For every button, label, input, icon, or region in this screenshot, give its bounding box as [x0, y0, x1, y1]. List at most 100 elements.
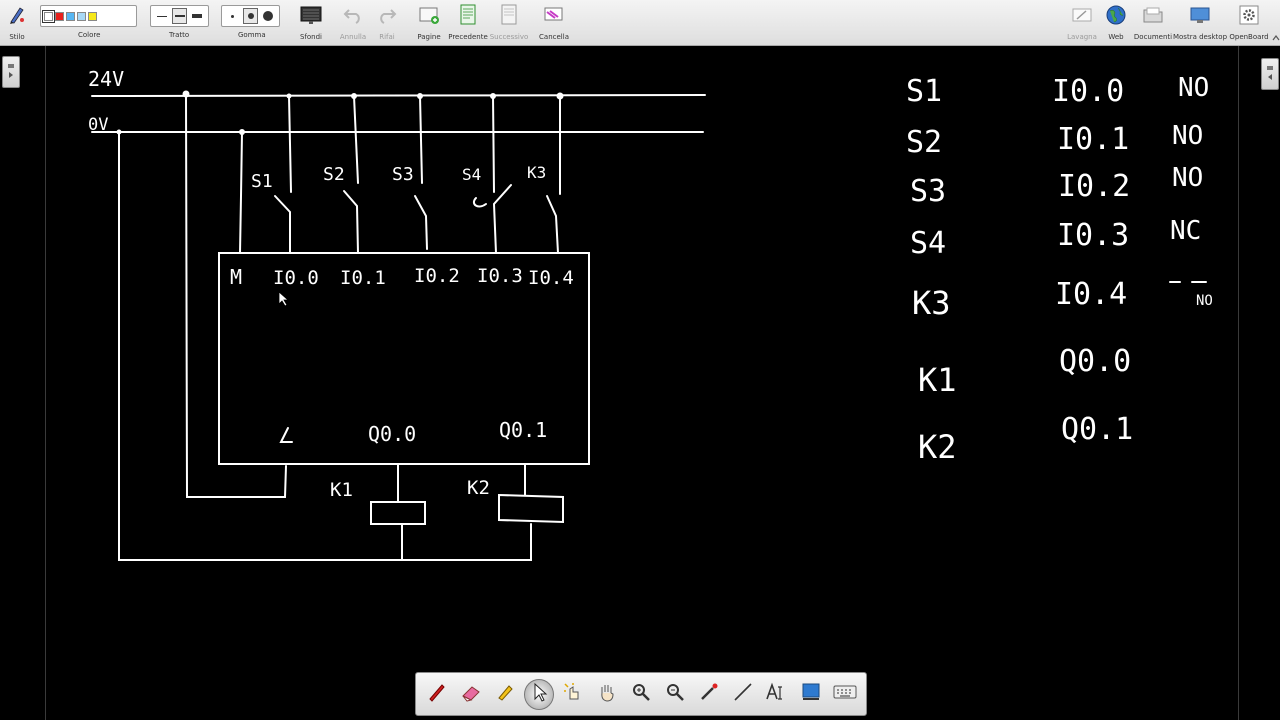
zoom-out-icon — [664, 681, 686, 708]
pen-tool-button[interactable] — [422, 679, 452, 710]
io-assignment-table: S1 I0.0 NO S2 I0.1 NO S3 I0.2 NO S4 I0.3… — [906, 73, 1213, 466]
zoom-in-button[interactable] — [626, 679, 656, 710]
text-tool-button[interactable] — [762, 679, 792, 710]
coil-label-k2: K2 — [467, 477, 490, 499]
pen-style-icon — [4, 3, 30, 27]
web-button[interactable]: Web — [1103, 3, 1129, 43]
right-palette-strip — [1238, 46, 1280, 720]
stylus-label: Stilo — [9, 33, 25, 41]
line-tool-button[interactable] — [728, 679, 758, 710]
feed-24v-to-L — [185, 93, 287, 498]
switch-label-s2: S2 — [323, 164, 345, 185]
openboard-menu-label: OpenBoard — [1229, 33, 1269, 41]
coil-label-k1: K1 — [330, 479, 353, 501]
eraser-large-button[interactable] — [260, 8, 276, 24]
switch-label-s3: S3 — [392, 164, 414, 185]
highlighter-tool-button[interactable] — [490, 679, 520, 710]
eraser-small-button[interactable] — [225, 8, 241, 24]
left-palette-toggle[interactable] — [2, 56, 20, 88]
undo-button[interactable]: Annulla — [340, 3, 366, 43]
text-icon — [765, 681, 789, 708]
keyboard-icon — [833, 684, 857, 705]
eraser-label: Gomma — [238, 31, 266, 39]
rail-0v-label: 0V — [88, 115, 108, 135]
hand-icon — [596, 681, 618, 708]
redo-button[interactable]: Rifai — [374, 3, 400, 43]
laser-pointer-button[interactable] — [694, 679, 724, 710]
color-palette — [40, 5, 137, 27]
rail-24v-label: 24V — [88, 67, 124, 91]
mouse-cursor-icon — [278, 291, 290, 307]
line-icon — [732, 681, 754, 708]
previous-page-label: Precedente — [448, 33, 488, 41]
plc-module-box — [218, 252, 590, 465]
interact-tool-button[interactable] — [558, 679, 588, 710]
board-mode-button[interactable]: Lavagna — [1067, 3, 1097, 43]
table-address-i0-3: I0.3 — [1057, 218, 1129, 253]
stroke-medium-button[interactable] — [171, 8, 188, 24]
board-icon — [1069, 3, 1095, 27]
terminal-i0-0: I0.0 — [273, 267, 319, 289]
clear-page-label: Cancella — [539, 33, 569, 41]
show-desktop-button[interactable]: Mostra desktop — [1173, 3, 1227, 43]
virtual-keyboard-button[interactable] — [830, 679, 860, 710]
zoom-in-icon — [630, 681, 652, 708]
left-palette-strip — [0, 46, 46, 720]
table-address-i0-2: I0.2 — [1058, 169, 1130, 204]
stroke-thick-button[interactable] — [189, 8, 205, 24]
previous-page-button[interactable]: Precedente — [448, 3, 488, 43]
stroke-label: Tratto — [169, 31, 190, 39]
erase-all-icon — [541, 3, 567, 27]
coil-k1 — [370, 501, 426, 525]
color-swatch-light-blue[interactable] — [77, 11, 86, 21]
stroke-thin-button[interactable] — [154, 8, 170, 24]
color-swatch-yellow[interactable] — [88, 11, 97, 21]
desktop-icon — [1187, 3, 1213, 27]
right-palette-toggle[interactable] — [1261, 58, 1279, 90]
hand-tool-button[interactable] — [592, 679, 622, 710]
laser-pointer-icon — [698, 681, 720, 708]
pages-button[interactable]: Pagine — [416, 3, 442, 43]
eraser-medium-button[interactable] — [242, 8, 259, 24]
terminal-i0-4: I0.4 — [528, 267, 574, 289]
toolbar-scroll-arrow[interactable] — [1272, 30, 1280, 41]
redo-label: Rifai — [379, 33, 395, 41]
zoom-out-button[interactable] — [660, 679, 690, 710]
table-device-s2: S2 — [906, 125, 942, 160]
selector-tool-button[interactable] — [524, 678, 555, 710]
table-address-i0-1: I0.1 — [1057, 122, 1129, 157]
next-page-button[interactable]: Successivo — [490, 3, 528, 43]
folder-icon — [1140, 3, 1166, 27]
terminal-q0-1: Q0.1 — [499, 418, 547, 442]
web-label: Web — [1108, 33, 1124, 41]
capture-tool-button[interactable] — [796, 679, 826, 710]
clear-page-button[interactable]: Cancella — [539, 3, 569, 43]
capture-icon — [800, 681, 822, 708]
color-swatch-red[interactable] — [55, 11, 64, 21]
table-device-s3: S3 — [910, 174, 946, 209]
documents-button[interactable]: Documenti — [1134, 3, 1172, 43]
undo-label: Annulla — [339, 33, 367, 41]
documents-label: Documenti — [1133, 33, 1173, 41]
switch-label-s1: S1 — [251, 171, 273, 192]
eraser-tool-button[interactable] — [456, 679, 486, 710]
color-swatch-white[interactable] — [42, 9, 55, 23]
stylus-button[interactable]: Stilo — [4, 3, 30, 43]
terminal-i0-1: I0.1 — [340, 267, 386, 289]
table-device-s1: S1 — [906, 74, 942, 109]
table-type-s1: NO — [1178, 73, 1209, 103]
color-swatch-blue[interactable] — [66, 11, 75, 21]
color-label: Colore — [78, 31, 101, 39]
backgrounds-button[interactable]: Sfondi — [298, 3, 324, 43]
table-address-q0-0: Q0.0 — [1059, 344, 1131, 379]
whiteboard-canvas[interactable]: 24V 0V S1 S2 S3 S4 K3 M I0.0 I0.1 I0.2 I… — [0, 46, 1280, 720]
globe-icon — [1103, 3, 1129, 27]
stroke-width-group — [150, 5, 209, 27]
switch-label-k3: K3 — [527, 163, 546, 182]
terminal-i0-3: I0.3 — [477, 265, 523, 287]
table-type-s2: NO — [1172, 121, 1203, 151]
openboard-menu-button[interactable]: OpenBoard — [1229, 3, 1269, 43]
backgrounds-label: Sfondi — [299, 33, 322, 41]
table-device-s4: S4 — [910, 226, 946, 261]
